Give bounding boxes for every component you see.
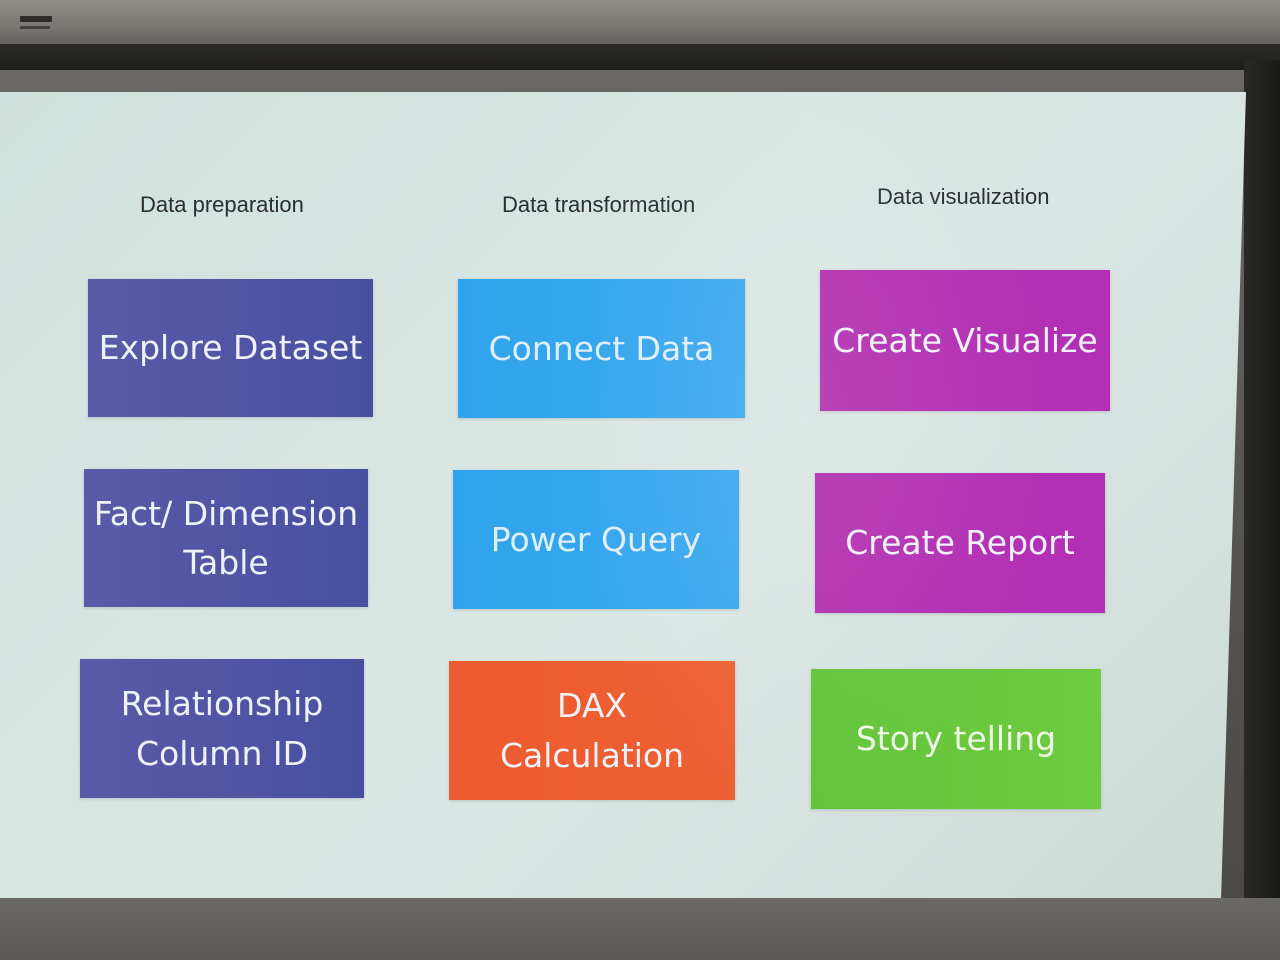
- tile-label-line: Table: [183, 543, 269, 582]
- heading-data-transformation: Data transformation: [502, 192, 696, 217]
- heading-data-visualization: Data visualization: [877, 184, 1050, 209]
- tile-relationship-column-id: Relationship Column ID: [80, 659, 364, 798]
- tile-story-telling: Story telling: [811, 669, 1101, 809]
- tile-create-visualize: Create Visualize: [820, 270, 1110, 411]
- monitor-bottom-area: [0, 898, 1280, 960]
- heading-data-preparation: Data preparation: [140, 192, 304, 217]
- monitor-inner-bezel: [0, 44, 1280, 70]
- monitor-right-bezel: [1244, 60, 1280, 960]
- tile-fact-dimension-table: Fact/ Dimension Table: [84, 469, 368, 607]
- tile-label-line: Column ID: [135, 733, 308, 773]
- tile-label-line: Create Visualize: [832, 320, 1098, 360]
- tile-label-line: Fact/ Dimension: [93, 493, 359, 533]
- tile-create-report: Create Report: [815, 473, 1105, 613]
- tile-label-line: Story telling: [855, 719, 1057, 759]
- tile-label-line: DAX: [556, 686, 627, 725]
- tile-dax-calculation: DAX Calculation: [449, 661, 735, 800]
- tile-label-line: Power Query: [490, 519, 702, 559]
- bezel-logo-icon: [20, 16, 52, 22]
- tile-explore-dataset: Explore Dataset: [88, 279, 373, 417]
- tile-label-line: Explore Dataset: [98, 328, 363, 368]
- tile-connect-data: Connect Data: [458, 279, 745, 418]
- tile-label-line: Create Report: [845, 523, 1075, 563]
- tile-label-line: Connect Data: [488, 328, 715, 368]
- tile-power-query: Power Query: [453, 470, 739, 609]
- bezel-mark-icon: [20, 26, 50, 29]
- tile-label-line: Calculation: [499, 735, 685, 775]
- projected-slide: Data preparation Data transformation Dat…: [0, 92, 1246, 898]
- monitor-top-bezel: [0, 0, 1280, 48]
- slide-content: Data preparation Data transformation Dat…: [0, 92, 1246, 898]
- tile-label-line: Relationship: [120, 684, 324, 723]
